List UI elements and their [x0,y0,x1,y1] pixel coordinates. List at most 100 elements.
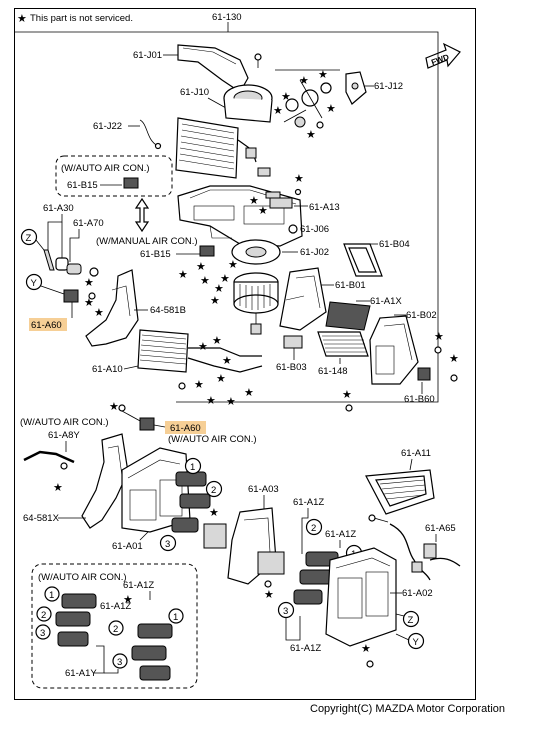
duct-64-581X [81,433,129,529]
label-61-B60: 61-B60 [404,394,435,405]
screw-icon [254,53,262,61]
label-61-A01: 61-A01 [112,541,143,552]
label-61-J22: 61-J22 [93,121,122,132]
star-icon: ★ [434,331,444,343]
circle-2-right-text: 2 [311,523,316,534]
resistor-61-B15 [199,245,215,257]
grommet-61-J06 [288,224,298,234]
heater-pipes [187,347,263,373]
copyright: Copyright(C) MAZDA Motor Corporation [310,703,506,715]
heater-core-61-A10 [137,329,189,373]
highlight-61-A60-right [165,421,206,434]
legend-text: This part is not serviced. [30,13,133,24]
circle-2-box-b-text: 2 [113,624,118,635]
label-61-148: 61-148 [318,366,348,377]
star-icon: ★ [220,273,230,285]
star-icon: ★ [449,353,459,365]
star-icon: ★ [196,261,206,273]
star-icon: ★ [212,335,222,347]
label-61-A11: 61-A11 [401,448,431,459]
star-icon: ★ [294,173,304,185]
connector-61-B03 [283,335,303,349]
note-auto-4: (W/AUTO AIR CON.) [38,572,127,583]
marker-Y-bottom-text: Y [413,637,420,648]
harness-61-A65 [389,523,461,581]
marker-Y-top-text: Y [31,278,38,289]
star-icon: ★ [361,643,371,655]
label-61-A1Z-mid: 61-A1Z [325,529,356,540]
hose-61-A8Y [23,450,75,464]
lower-case-61-A02 [325,547,397,647]
label-61-J12: 61-J12 [374,81,403,92]
actuator-61-B60 [417,367,431,381]
note-manual: (W/MANUAL AIR CON.) [96,236,198,247]
sensor-61-J22 [139,119,159,147]
label-61-A13: 61-A13 [309,202,340,213]
star-icon: ★ [84,297,94,309]
sensor-61-A60-left [63,289,79,303]
marker-Z-bottom [402,610,420,628]
circle-3-right [277,601,295,619]
circle-1-box [44,586,60,602]
expansion-valve-pipes [237,139,257,163]
star-icon: ★ [216,373,226,385]
star-icon: ★ [200,275,210,287]
box-actuators-left [55,593,97,647]
actuator-61-A13 [269,197,293,209]
blower-fan [231,239,281,265]
blower-wheel-61-B10 [233,272,279,314]
label-61-A1X: 61-A1X [370,296,402,307]
circle-1-box-text: 1 [49,590,54,601]
star-icon: ★ [258,205,268,217]
air-filter-61-148 [317,331,369,357]
label-61-B04: 61-B04 [379,239,410,250]
marker-Y-top [25,273,43,291]
circle-3-box-text: 3 [40,628,45,639]
label-61-A1Z-top: 61-A1Z [293,497,324,508]
star-icon: ★ [194,379,204,391]
label-61-J06: 61-J06 [300,224,329,235]
circle-2-left [205,480,223,498]
sensor-61-A60-right [139,417,155,431]
box-actuators-right [131,623,173,681]
legend-star-icon: ★ [17,13,27,25]
label-64-581X: 64-581X [23,513,60,524]
star-icon: ★ [228,259,238,271]
star-icon: ★ [94,307,104,319]
label-61-B15-auto: 61-B15 [67,180,98,191]
circle-3-left [159,534,177,552]
label-61-A1Y: 61-A1Y [65,668,97,679]
star-icon: ★ [249,195,259,207]
circle-2-box-b [108,620,124,636]
note-auto-2: (W/AUTO AIR CON.) [168,434,257,445]
label-61-A60-left: 61-A60 [31,320,62,331]
label-61-B01: 61-B01 [335,280,366,291]
label-64-581B: 64-581B [150,305,186,316]
auto-aircon-box-4 [31,563,198,689]
circle-1-box-b-text: 1 [173,612,178,623]
star-icon: ★ [342,389,352,401]
intake-box-61-B02 [369,315,419,385]
star-icon: ★ [264,589,274,601]
star-icon: ★ [273,105,283,117]
star-icon: ★ [206,395,216,407]
duct-64-581B [85,269,139,347]
star-icon: ★ [209,507,219,519]
fwd-arrow-icon: FWD [425,42,461,69]
label-61-A65: 61-A65 [425,523,456,534]
label-61-A70: 61-A70 [73,218,104,229]
label-61-A30: 61-A30 [43,203,74,214]
linkage-cluster [283,79,332,129]
circle-2-right [305,518,323,536]
circle-2-box [36,606,52,622]
label-61-A1Z-box-top: 61-A1Z [123,580,154,591]
star-icon: ★ [318,69,328,81]
star-icon: ★ [123,594,133,606]
note-auto-1: (W/AUTO AIR CON.) [61,163,150,174]
star-icon: ★ [178,269,188,281]
label-61-A1Z-box-mid: 61-A1Z [100,601,131,612]
circle-3-box-b-text: 3 [117,657,122,668]
label-61-B02: 61-B02 [406,310,437,321]
star-icon: ★ [299,75,309,87]
